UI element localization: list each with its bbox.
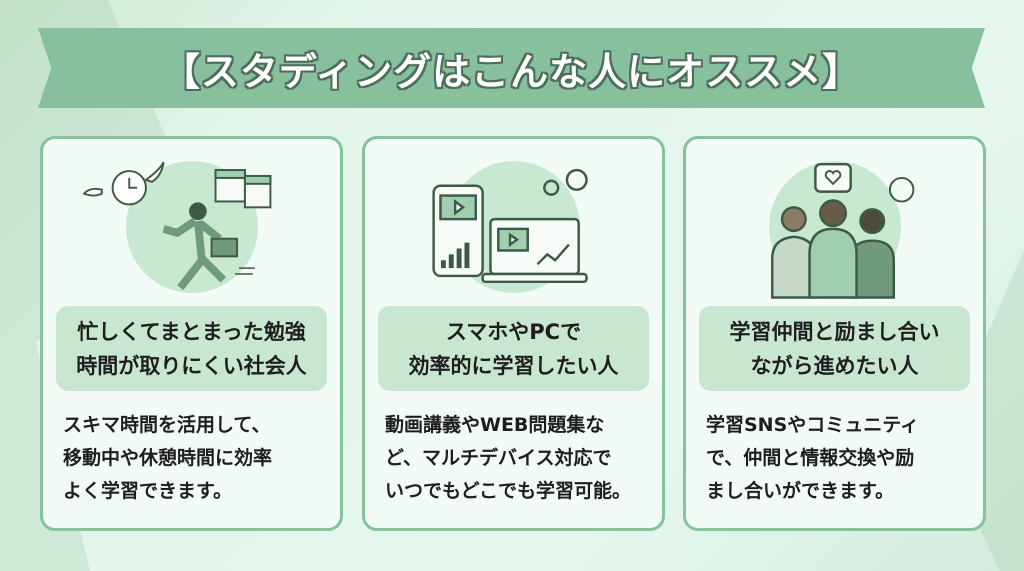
- title-banner: 【スタディングはこんな人にオススメ】: [38, 28, 985, 108]
- card-multi-device: スマホやPCで 効率的に学習したい人 動画講義やWEB問題集な ど、マルチデバイ…: [362, 136, 665, 531]
- card-description: スキマ時間を活用して、 移動中や休憩時間に効率 よく学習できます。: [63, 409, 326, 508]
- description-line: いつでもどこでも学習可能。: [385, 480, 632, 502]
- description-line: スキマ時間を活用して、: [63, 414, 271, 436]
- card-description: 動画講義やWEB問題集な ど、マルチデバイス対応で いつでもどこでも学習可能。: [385, 409, 648, 508]
- card-subtitle: 学習仲間と励まし合い ながら進めたい人: [699, 306, 970, 391]
- subtitle-line: ながら進めたい人: [750, 353, 919, 378]
- card-study-friends: 学習仲間と励まし合い ながら進めたい人 学習SNSやコミュニティ で、仲間と情報…: [683, 136, 986, 531]
- multi-device-icon: [432, 168, 588, 284]
- description-line: まし合いができます。: [706, 480, 895, 502]
- card-description: 学習SNSやコミュニティ で、仲間と情報交換や励 まし合いができます。: [706, 409, 969, 508]
- subtitle-line: 効率的に学習したい人: [408, 353, 619, 378]
- subtitle-line: 学習仲間と励まし合い: [729, 319, 940, 344]
- card-subtitle: スマホやPCで 効率的に学習したい人: [378, 306, 649, 391]
- description-line: 移動中や休憩時間に効率: [63, 447, 273, 469]
- description-line: よく学習できます。: [63, 480, 233, 502]
- subtitle-line: 時間が取りにくい社会人: [76, 353, 307, 378]
- subtitle-line: 忙しくてまとまった勉強: [77, 319, 306, 344]
- description-line: で、仲間と情報交換や励: [706, 447, 915, 469]
- running-businessman-icon: [82, 161, 272, 291]
- description-line: 学習SNSやコミュニティ: [706, 414, 920, 436]
- subtitle-line: スマホやPCで: [445, 319, 582, 344]
- description-line: ど、マルチデバイス対応で: [385, 447, 612, 469]
- study-friends-icon: [771, 162, 915, 299]
- card-subtitle: 忙しくてまとまった勉強 時間が取りにくい社会人: [56, 306, 327, 391]
- description-line: 動画講義やWEB問題集な: [385, 414, 605, 436]
- card-busy-worker: 忙しくてまとまった勉強 時間が取りにくい社会人 スキマ時間を活用して、 移動中や…: [40, 136, 343, 531]
- page-title: 【スタディングはこんな人にオススメ】: [161, 49, 862, 94]
